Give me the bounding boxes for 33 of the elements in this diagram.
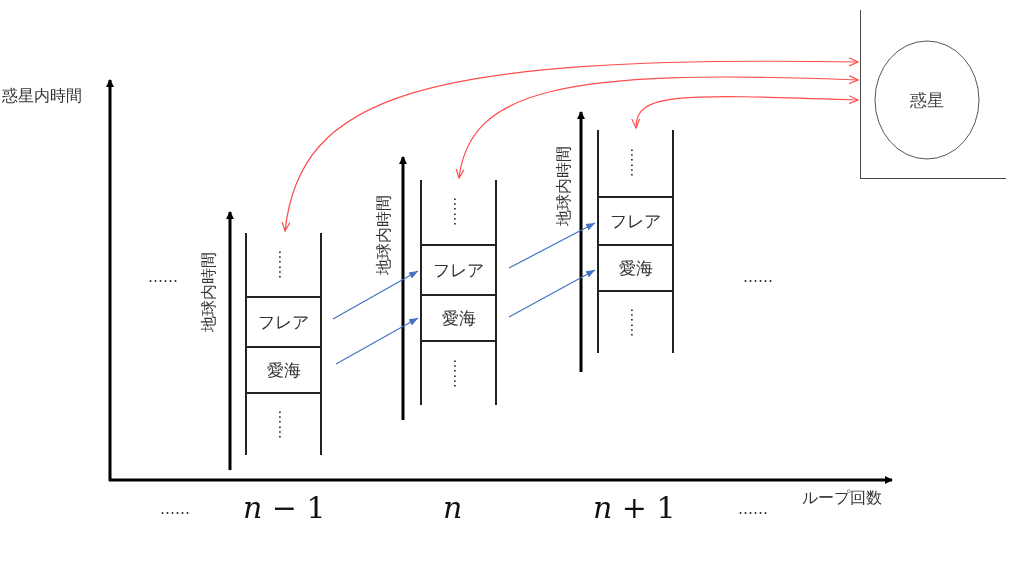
axis-label: 地球内時間 bbox=[375, 195, 393, 275]
axis-label: 地球内時間 bbox=[555, 146, 573, 226]
ellipsis-cell: …… bbox=[597, 130, 674, 196]
ladder-cell: 愛海 bbox=[245, 346, 322, 392]
arrow bbox=[332, 270, 419, 320]
ellipsis: …… bbox=[160, 500, 190, 518]
axis-label: 惑星内時間 bbox=[2, 86, 82, 107]
ellipsis-cell: …… bbox=[597, 290, 674, 353]
loop-index-label: n bbox=[443, 490, 463, 525]
planet-ellipse: 惑星 bbox=[874, 40, 980, 160]
ladder-cell: フレア bbox=[597, 196, 674, 244]
corner-frame bbox=[860, 10, 1006, 179]
ellipsis-cell: …… bbox=[245, 392, 322, 455]
ellipsis-cell: …… bbox=[245, 233, 322, 296]
loop-index-label: n − 1 bbox=[243, 490, 326, 525]
ladder-cell: 愛海 bbox=[420, 294, 497, 340]
arrow bbox=[632, 95, 859, 129]
arrow bbox=[335, 317, 419, 365]
ladder-cell: フレア bbox=[245, 296, 322, 346]
ellipsis: …… bbox=[743, 268, 773, 286]
axis-label: ループ回数 bbox=[802, 488, 882, 509]
ellipsis-cell: …… bbox=[420, 340, 497, 405]
ellipsis: …… bbox=[148, 268, 178, 286]
arrow bbox=[508, 269, 596, 318]
ladder-cell: 愛海 bbox=[597, 244, 674, 290]
loop-index-label: n + 1 bbox=[593, 490, 676, 525]
arrow bbox=[456, 75, 859, 179]
axis-label: 地球内時間 bbox=[200, 252, 218, 332]
arrow bbox=[508, 222, 596, 269]
ellipsis: …… bbox=[738, 500, 768, 518]
ladder-cell: フレア bbox=[420, 244, 497, 294]
arrow bbox=[282, 57, 859, 232]
ellipsis-cell: …… bbox=[420, 180, 497, 244]
